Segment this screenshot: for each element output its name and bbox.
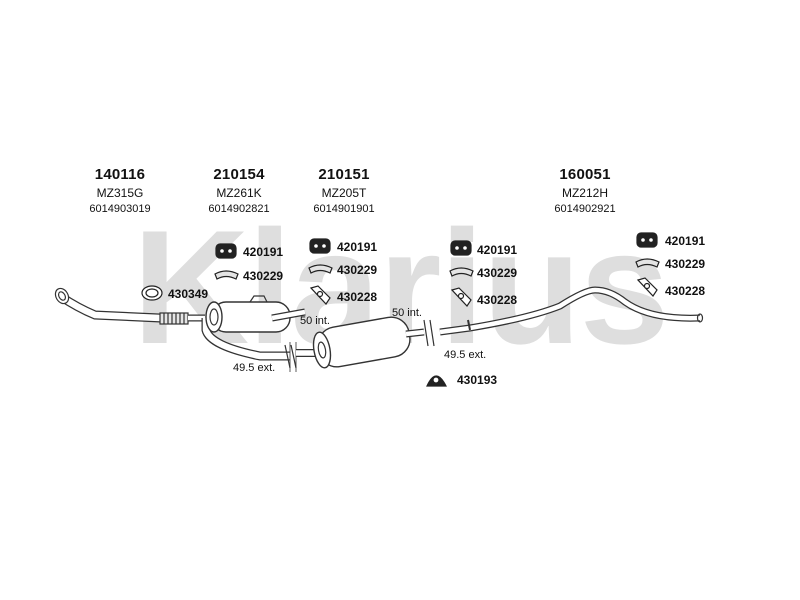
bracket-icon xyxy=(449,267,474,277)
pipe-clamp-icon xyxy=(636,277,658,297)
pipe-clamp-icon xyxy=(450,287,472,307)
fitting-label-joint-clamp: 430193 xyxy=(457,373,498,387)
part-sku: 6014902821 xyxy=(208,203,270,215)
part-sku: 6014901901 xyxy=(313,203,375,215)
part-code: MZ261K xyxy=(216,186,262,200)
part-number: 210154 xyxy=(213,166,265,183)
centre-silencer xyxy=(296,316,435,369)
rubber-mount-icon xyxy=(309,238,331,254)
rubber-mount-icon xyxy=(215,243,237,259)
bracket-icon xyxy=(635,258,660,268)
dimension-left-external: 49.5 ext. xyxy=(233,362,276,374)
dimension-right-external: 49.5 ext. xyxy=(444,349,487,361)
part-number: 210151 xyxy=(318,166,370,183)
part-code: MZ205T xyxy=(321,186,367,200)
tail-pipe xyxy=(439,286,704,336)
part-number: 140116 xyxy=(94,166,146,183)
rubber-mount-icon xyxy=(636,232,658,248)
part-sku: 6014903019 xyxy=(89,203,151,215)
fitting-label-rubber-2: 420191 xyxy=(337,240,378,254)
part-tail-pipe: 160051 MZ212H 6014902921 xyxy=(515,166,655,215)
part-code: MZ212H xyxy=(561,186,608,200)
dimension-left-internal: 50 int. xyxy=(300,315,330,327)
fitting-label-bracket-4: 430229 xyxy=(665,257,706,271)
joint-clamp-icon xyxy=(426,375,447,387)
part-centre-silencer: 210151 MZ205T 6014901901 xyxy=(274,166,414,215)
fitting-label-clamp-2: 430228 xyxy=(337,290,378,304)
fitting-label-bracket-2: 430229 xyxy=(337,263,378,277)
fitting-label-front-clamp: 430349 xyxy=(168,287,209,301)
front-silencer xyxy=(201,295,306,372)
dimension-right-internal: 50 int. xyxy=(392,307,422,319)
fitting-label-bracket-1: 430229 xyxy=(243,269,284,283)
fitting-label-rubber-4: 420191 xyxy=(665,234,706,248)
part-front-pipe: 140116 MZ315G 6014903019 xyxy=(50,166,190,215)
part-number: 160051 xyxy=(559,166,611,183)
fitting-label-rubber-1: 420191 xyxy=(243,245,284,259)
part-front-silencer: 210154 MZ261K 6014902821 xyxy=(169,166,309,215)
bracket-icon xyxy=(308,264,333,274)
fitting-label-bracket-3: 430229 xyxy=(477,266,518,280)
fitting-label-clamp-3: 430228 xyxy=(477,293,518,307)
part-sku: 6014902921 xyxy=(554,203,616,215)
part-code: MZ315G xyxy=(96,186,144,200)
pipe-clamp-icon xyxy=(309,285,331,305)
rubber-mount-icon xyxy=(450,240,472,256)
fitting-label-clamp-4: 430228 xyxy=(665,284,706,298)
exhaust-clamp-icon xyxy=(141,285,163,301)
bracket-icon xyxy=(214,270,239,280)
fitting-label-rubber-3: 420191 xyxy=(477,243,518,257)
